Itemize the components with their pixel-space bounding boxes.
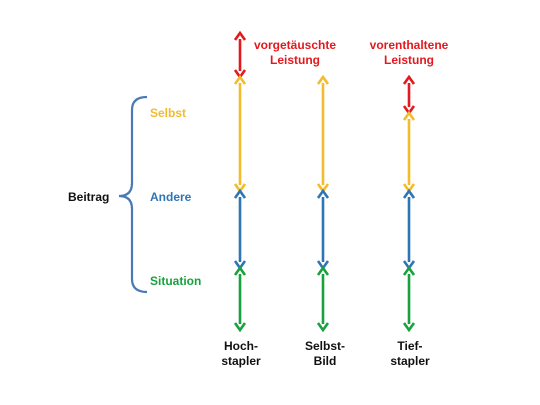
label-selbst: Selbst [150, 106, 187, 120]
label-vorgetaeuschte-line1: vorgetäuschte [253, 38, 337, 52]
double-arrow-icon-hochstapler-yellow-1 [233, 74, 247, 194]
column-label-tiefstapler: Tief- stapler [390, 339, 429, 369]
label-vorenthaltene-leistung: vorenthaltene Leistung [370, 38, 449, 68]
column-label-selbstbild-line2: Bild [313, 354, 337, 368]
column-label-selbstbild: Selbst- Bild [305, 339, 345, 369]
column-label-hochstapler-line1: Hoch- [223, 339, 258, 353]
label-vorenthaltene-line2: Leistung [384, 53, 434, 67]
double-arrow-icon-tiefstapler-green-3 [402, 265, 416, 333]
double-arrow-icon-selbstbild-yellow-0 [316, 74, 330, 194]
column-label-hochstapler-line2: stapler [221, 354, 261, 368]
column-label-hochstapler: Hoch- stapler [221, 339, 260, 369]
double-arrow-icon-tiefstapler-red-0 [402, 74, 416, 116]
column-label-tiefstapler-line2: stapler [390, 354, 430, 368]
double-arrow-icon-selbstbild-green-2 [316, 265, 330, 333]
double-arrow-icon-hochstapler-green-3 [233, 265, 247, 333]
label-andere: Andere [150, 190, 192, 204]
double-arrow-icon-selbstbild-blue-1 [316, 188, 330, 271]
column-label-tiefstapler-line1: Tief- [397, 339, 423, 353]
label-situation: Situation [150, 274, 202, 288]
double-arrow-icon-hochstapler-blue-2 [233, 188, 247, 271]
label-vorenthaltene-line1: vorenthaltene [369, 38, 449, 52]
label-vorgetaeuschte-line2: Leistung [270, 53, 320, 67]
label-beitrag: Beitrag [68, 190, 110, 204]
label-vorgetaeuschte-leistung: vorgetäuschte Leistung [254, 38, 336, 68]
double-arrow-icon-hochstapler-red-0 [233, 30, 247, 80]
curly-brace-icon [118, 95, 148, 294]
double-arrow-icon-tiefstapler-blue-2 [402, 188, 416, 271]
double-arrow-icon-tiefstapler-yellow-1 [402, 110, 416, 194]
column-label-selbstbild-line1: Selbst- [304, 339, 346, 353]
